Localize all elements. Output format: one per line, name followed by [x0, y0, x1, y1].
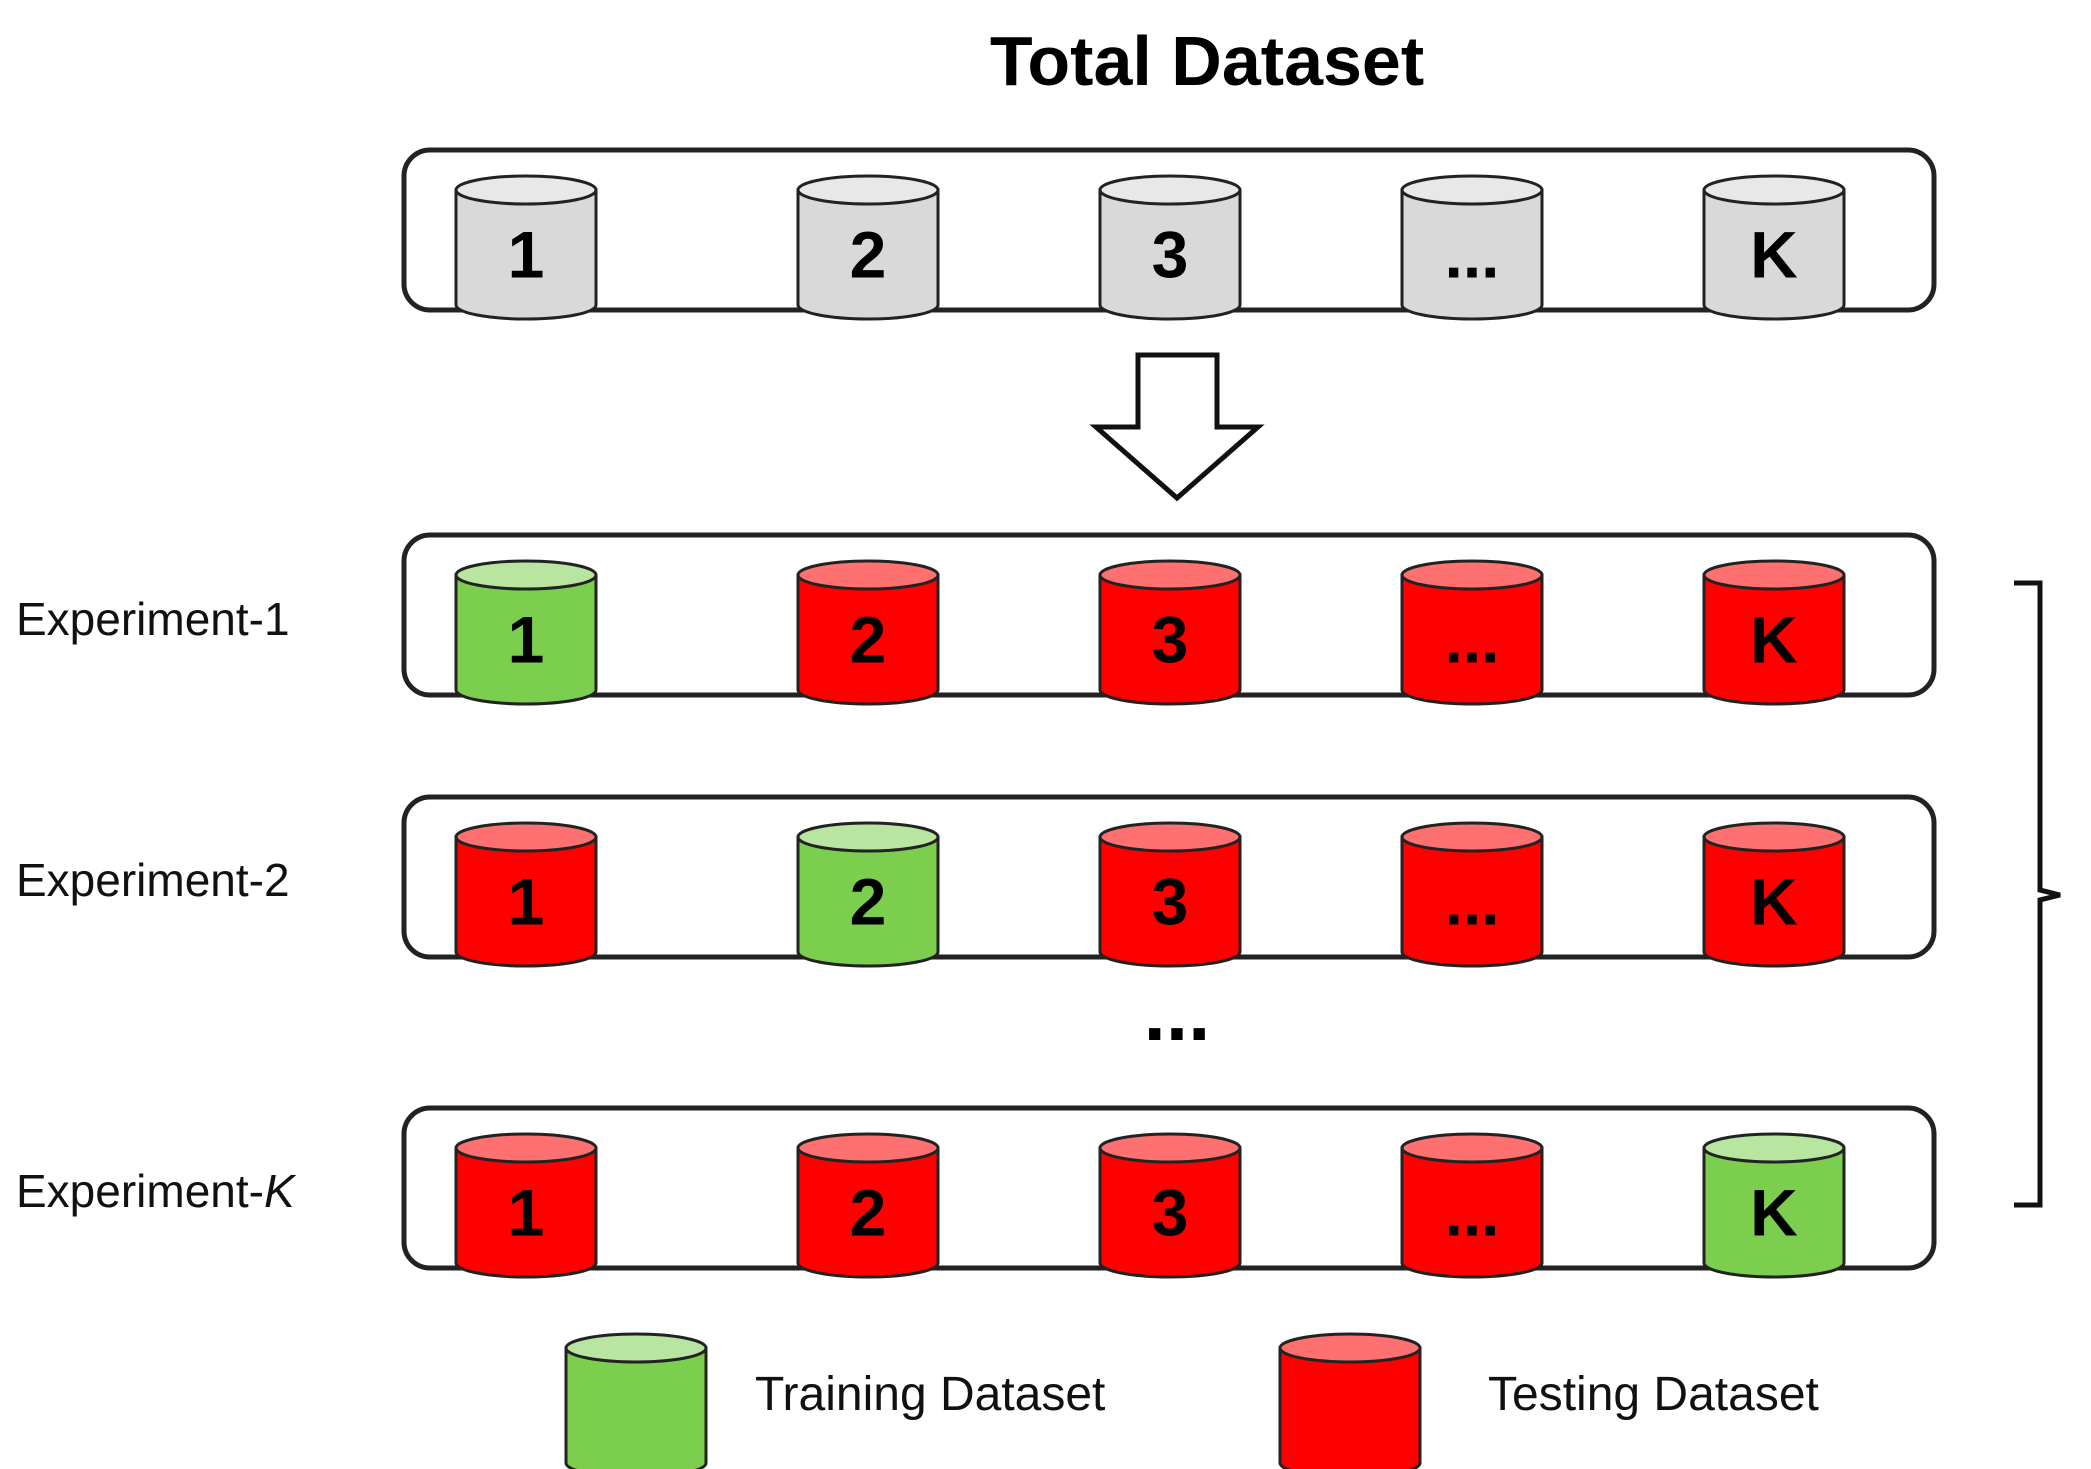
fold-label: 2	[850, 603, 887, 677]
down-arrow-icon	[1089, 352, 1265, 502]
fold-drum-neutral: 1	[454, 174, 598, 321]
legend-training-swatch	[564, 1332, 708, 1469]
experiment-row: Experiment-1 1 2 3... K	[16, 532, 1937, 706]
legend: Training Dataset Testing Dataset	[564, 1332, 1819, 1469]
fold-label: 3	[1152, 603, 1189, 677]
fold-drum-testing: 3	[1098, 1132, 1242, 1279]
fold-drum-neutral: 3	[1098, 174, 1242, 321]
fold-drum-testing: K	[1702, 559, 1846, 706]
fold-drum-testing: K	[1702, 821, 1846, 968]
fold-label: 1	[508, 218, 545, 292]
fold-drum-testing: 2	[796, 559, 940, 706]
fold-label: 2	[850, 865, 887, 939]
fold-label: 1	[508, 865, 545, 939]
fold-label: K	[1750, 1176, 1798, 1250]
fold-drum-testing: 3	[1098, 559, 1242, 706]
fold-label: ...	[1444, 865, 1499, 939]
fold-drum-testing: ...	[1400, 559, 1544, 706]
fold-label: 3	[1152, 1176, 1189, 1250]
testing-drum-icon	[1278, 1332, 1422, 1469]
fold-drum-testing: ...	[1400, 1132, 1544, 1279]
fold-label: 3	[1152, 865, 1189, 939]
experiment-row: Experiment-2 1 2 3... K	[16, 794, 1937, 968]
fold-label: 2	[850, 1176, 887, 1250]
fold-drum-training: 1	[454, 559, 598, 706]
legend-training-label: Training Dataset	[755, 1368, 1105, 1421]
experiment-label: Experiment-2	[16, 854, 290, 906]
fold-drum-testing: ...	[1400, 821, 1544, 968]
experiments-brace-icon	[2014, 580, 2061, 1208]
fold-drum-testing: 1	[454, 821, 598, 968]
experiment-label: Experiment-K	[16, 1165, 297, 1217]
fold-drum-testing: 1	[454, 1132, 598, 1279]
fold-drum-testing: 2	[796, 1132, 940, 1279]
fold-drum-testing: 3	[1098, 821, 1242, 968]
fold-drum-neutral: 2	[796, 174, 940, 321]
fold-label: 1	[508, 603, 545, 677]
fold-label: ...	[1444, 603, 1499, 677]
fold-drum-neutral: K	[1702, 174, 1846, 321]
experiment-label: Experiment-1	[16, 593, 290, 645]
legend-testing-label: Testing Dataset	[1488, 1368, 1819, 1421]
legend-testing-swatch	[1278, 1332, 1422, 1469]
fold-label: ...	[1444, 218, 1499, 292]
fold-label: K	[1750, 865, 1798, 939]
fold-drum-training: 2	[796, 821, 940, 968]
total-dataset-row: 1 2 3... K	[401, 147, 1937, 321]
diagram-title: Total Dataset	[990, 22, 1424, 100]
fold-label: K	[1750, 603, 1798, 677]
fold-label: 1	[508, 1176, 545, 1250]
fold-label: 3	[1152, 218, 1189, 292]
fold-drum-training: K	[1702, 1132, 1846, 1279]
experiment-row: Experiment-K 1 2 3... K	[16, 1105, 1937, 1279]
fold-drum-neutral: ...	[1400, 174, 1544, 321]
fold-label: 2	[850, 218, 887, 292]
fold-label: ...	[1444, 1176, 1499, 1250]
fold-label: K	[1750, 218, 1798, 292]
more-experiments-ellipsis: ...	[1144, 968, 1211, 1057]
training-drum-icon	[564, 1332, 708, 1469]
